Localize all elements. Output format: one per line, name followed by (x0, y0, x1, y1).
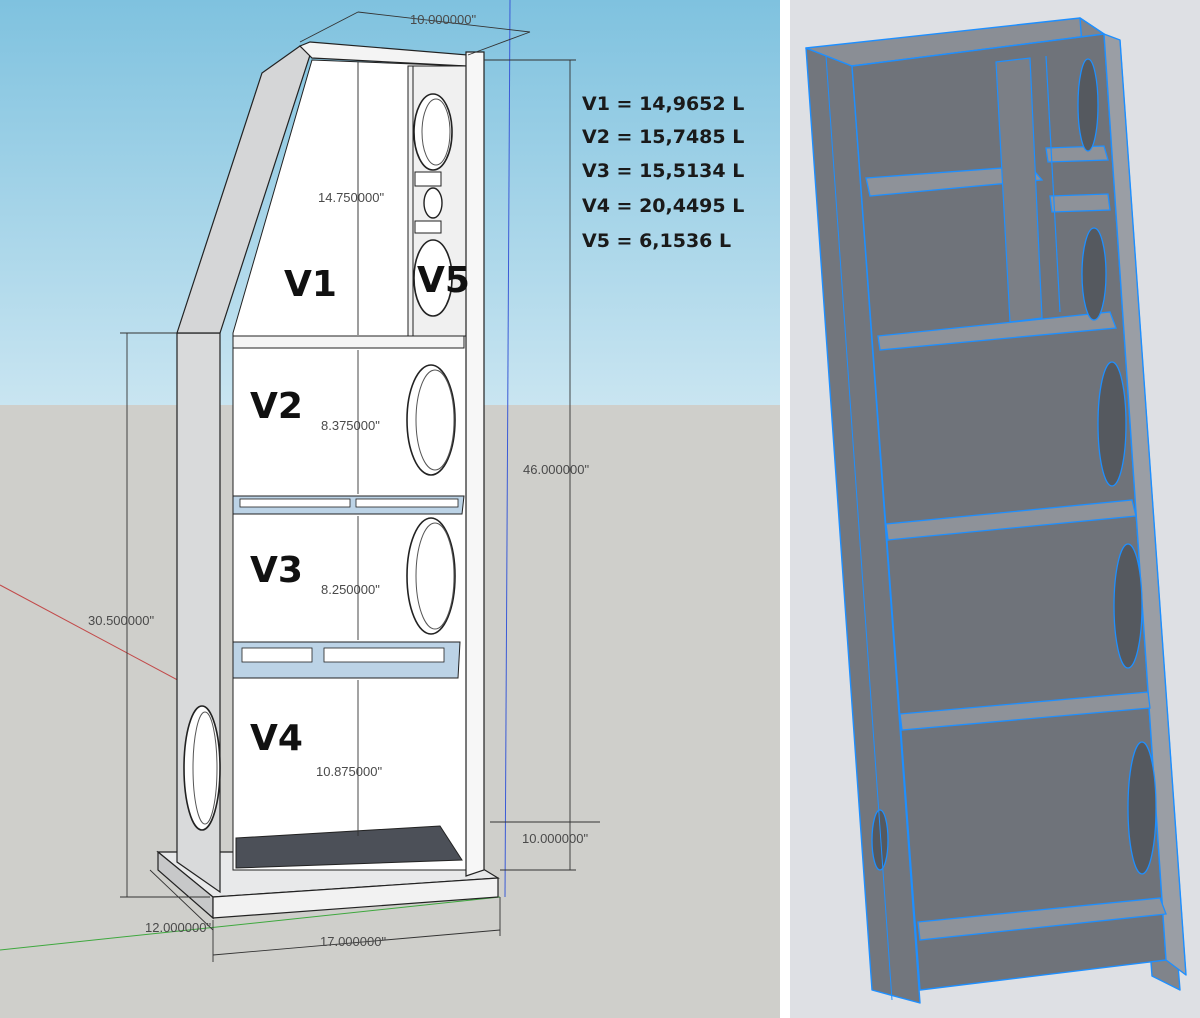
v5-tweeter (423, 187, 443, 219)
v3-driver (406, 517, 456, 635)
green-axis (0, 896, 501, 951)
compartment-label-v3: V3 (250, 550, 303, 591)
compartment-label-v2: V2 (250, 386, 303, 427)
compartment-label-v5: V5 (417, 260, 470, 301)
v2-driver (406, 364, 456, 476)
dim-v4-height: 10.875000" (316, 764, 382, 779)
cad-shelves (865, 145, 1167, 941)
volume-v5: V5 = 6,1536 L (582, 230, 731, 252)
volume-list: V1 = 14,9652 L V2 = 15,7485 L V3 = 15,51… (582, 93, 744, 252)
v4-side-driver (183, 705, 221, 831)
dimension-lines (120, 11, 600, 962)
dim-base-depth: 12.000000" (145, 920, 211, 935)
compartment-label-v1: V1 (284, 264, 337, 305)
dim-v1-height: 14.750000" (318, 190, 384, 205)
blue-axis (504, 0, 511, 898)
front-right-panel (465, 51, 485, 877)
dim-base-offset: 10.000000" (522, 831, 588, 846)
compartment-label-v4: V4 (250, 718, 303, 759)
volume-v3: V3 = 15,5134 L (582, 160, 744, 182)
shelf-1 (232, 335, 465, 349)
sketchup-view: V1 V5 V2 V3 V4 10.000000" 14 (0, 0, 780, 1018)
shelf-3 (232, 641, 461, 679)
volume-v4: V4 = 20,4495 L (582, 195, 744, 217)
shelf-2 (232, 495, 465, 515)
panel-divider (780, 0, 790, 1018)
v5-upper-driver (413, 93, 453, 171)
dim-top-width: 10.000000" (410, 12, 476, 27)
cad-divider-wall (995, 57, 1043, 323)
dim-side-height: 30.500000" (88, 613, 154, 628)
cad-view (790, 0, 1200, 1018)
volume-v1: V1 = 14,9652 L (582, 93, 744, 115)
dim-v2-height: 8.375000" (321, 418, 380, 433)
v4-floor (235, 825, 463, 869)
dim-v3-height: 8.250000" (321, 582, 380, 597)
v5-tweeter-mount (414, 171, 442, 187)
cad-drivers (871, 58, 1157, 875)
dim-overall-height: 46.000000" (523, 462, 589, 477)
volume-v2: V2 = 15,7485 L (582, 126, 744, 148)
dim-base-width: 17.000000" (320, 934, 386, 949)
v5-lower-driver (413, 239, 453, 317)
